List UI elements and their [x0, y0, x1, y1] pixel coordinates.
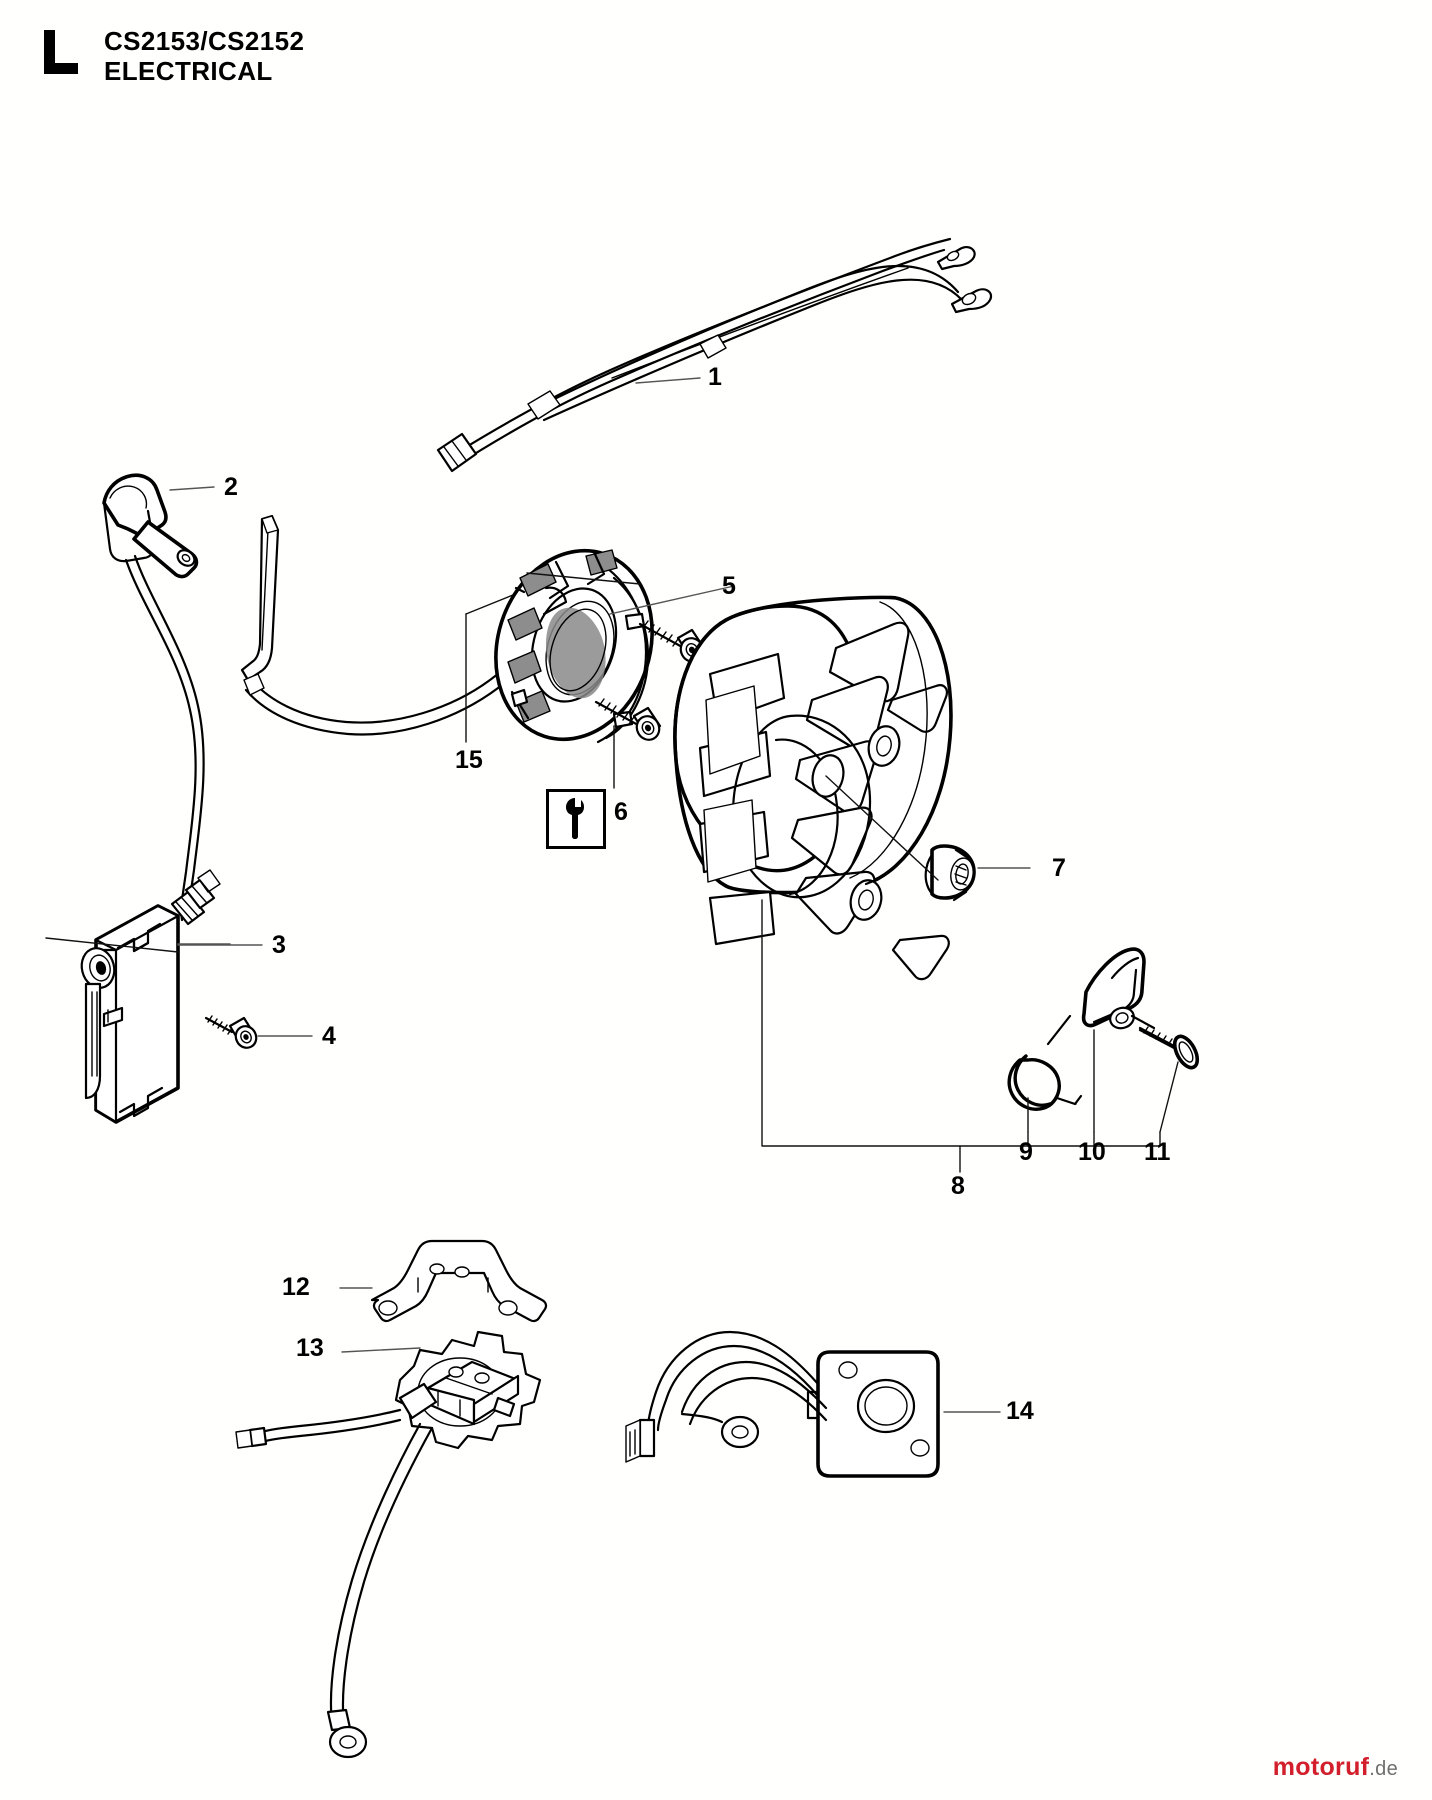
callout-number-4: 4 — [322, 1022, 336, 1050]
part-14-coil-lead-assembly — [626, 1332, 938, 1476]
part-11-rivet — [1140, 1027, 1202, 1071]
part-10-starter-pawl — [1084, 949, 1154, 1031]
flywheel — [675, 597, 951, 979]
callout-number-15: 15 — [455, 746, 483, 774]
callout-number-6: 6 — [614, 798, 628, 826]
part-15-ground-lead — [242, 516, 536, 735]
part-9-pawl-spring — [1009, 1016, 1081, 1109]
callout-number-2: 2 — [224, 473, 238, 501]
callout-number-7: 7 — [1052, 854, 1066, 882]
part-7-flange-nut — [922, 843, 976, 900]
model-title: CS2153/CS2152 — [104, 26, 305, 56]
part-13-stop-switch — [236, 1332, 540, 1757]
section-title: ELECTRICAL — [104, 56, 273, 87]
part-3-ignition-module — [78, 870, 220, 1122]
part-12-cable-clamp — [372, 1241, 546, 1321]
husqvarna-L-logo-icon — [44, 30, 78, 74]
callout-number-10: 10 — [1078, 1138, 1106, 1166]
watermark-brand: motoruf — [1272, 1753, 1370, 1781]
callout-number-8: 8 — [951, 1172, 965, 1200]
callout-number-12: 12 — [282, 1273, 310, 1301]
part-1-ignition-cable-harness — [438, 239, 991, 471]
callout-number-1: 1 — [708, 363, 722, 391]
callout-number-14: 14 — [1006, 1397, 1034, 1425]
callout-number-5: 5 — [722, 572, 736, 600]
watermark: motoruf.de — [1273, 1753, 1398, 1782]
callout-number-11: 11 — [1144, 1138, 1171, 1166]
watermark-tld: .de — [1369, 1758, 1398, 1780]
special-tool-wrench-icon — [546, 789, 606, 849]
part-6-screws — [596, 621, 707, 744]
part-5-stator-ring — [472, 530, 676, 760]
part-4-screw — [206, 1016, 260, 1051]
header-text-block: CS2153/CS2152 ELECTRICAL — [104, 26, 304, 86]
callout-number-13: 13 — [296, 1334, 324, 1362]
part-8-group-bracket — [762, 900, 1160, 1172]
callout-number-3: 3 — [272, 931, 286, 959]
part-2-spark-plug-boot — [104, 475, 204, 920]
callout-number-9: 9 — [1019, 1138, 1033, 1166]
sheet-header: CS2153/CS2152 ELECTRICAL — [44, 26, 304, 86]
